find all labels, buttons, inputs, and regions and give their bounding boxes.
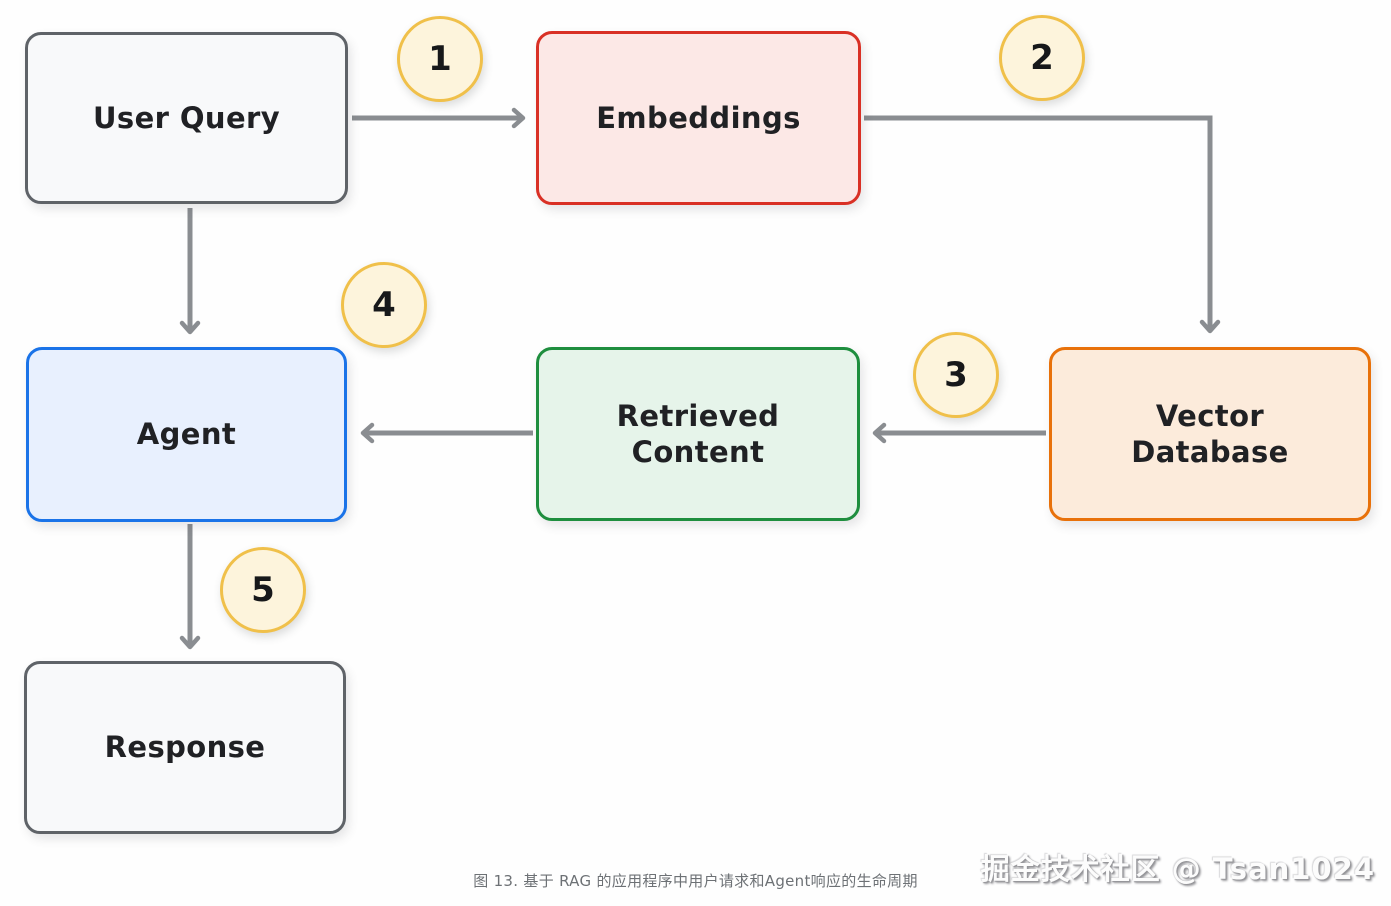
step-badge-4-number: 4: [372, 285, 396, 325]
node-embeddings-label: Embeddings: [596, 100, 801, 135]
step-badge-2-number: 2: [1030, 38, 1054, 78]
node-user-query: User Query: [25, 32, 348, 204]
arrow-embeddings-to-vector-database: [864, 115, 1221, 334]
figure-caption: 图 13. 基于 RAG 的应用程序中用户请求和Agent响应的生命周期: [473, 872, 918, 890]
node-vector-database-label: Vector Database: [1131, 398, 1289, 469]
node-retrieved-content: Retrieved Content: [536, 347, 860, 521]
watermark: 掘金技术社区 @ Tsan1024: [980, 852, 1375, 886]
step-badge-2: 2: [999, 15, 1085, 101]
step-badge-5-number: 5: [251, 570, 275, 610]
step-badge-1-number: 1: [428, 39, 452, 79]
node-response-label: Response: [104, 730, 266, 765]
node-vector-database: Vector Database: [1049, 347, 1371, 521]
node-retrieved-content-label: Retrieved Content: [616, 398, 780, 469]
node-agent: Agent: [26, 347, 347, 522]
step-badge-4: 4: [341, 262, 427, 348]
node-response: Response: [24, 661, 346, 834]
node-agent-label: Agent: [136, 417, 237, 452]
node-embeddings: Embeddings: [536, 31, 861, 205]
node-user-query-label: User Query: [92, 100, 281, 135]
step-badge-3: 3: [913, 332, 999, 418]
step-badge-1: 1: [397, 16, 483, 102]
step-badge-3-number: 3: [944, 355, 968, 395]
step-badge-5: 5: [220, 547, 306, 633]
